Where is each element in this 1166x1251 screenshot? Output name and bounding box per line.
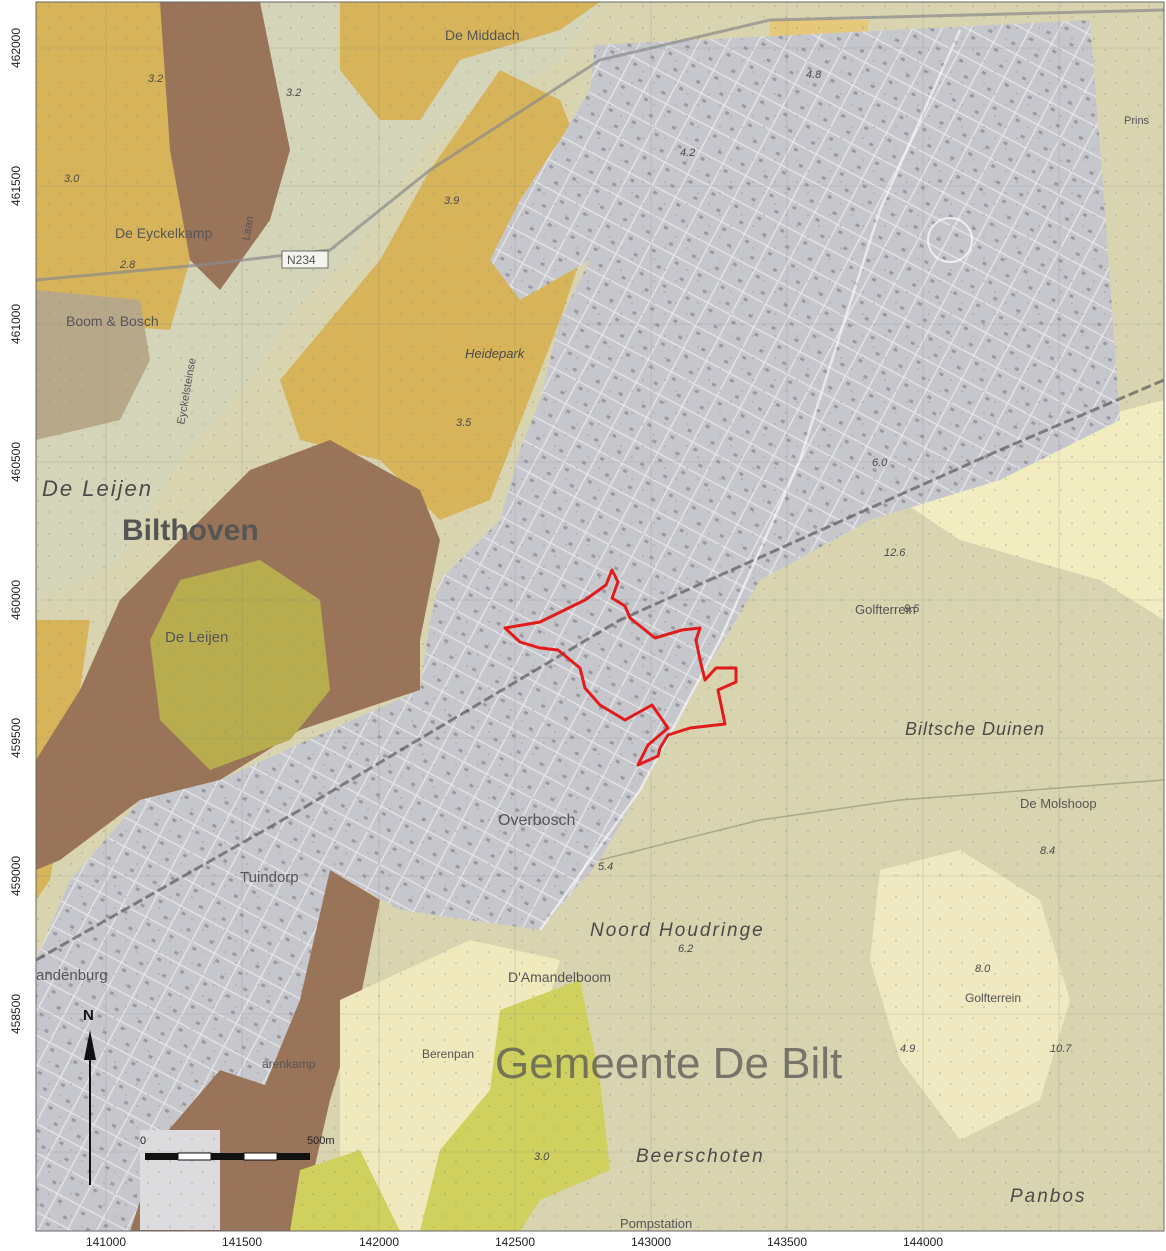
scale-bar-segment: [277, 1153, 310, 1160]
x-tick-label: 142000: [359, 1235, 399, 1249]
label-golfterrein-2: Golfterrein: [965, 991, 1021, 1005]
x-tick-label: 141500: [222, 1235, 262, 1249]
elevation-label: 3.9: [444, 195, 459, 207]
label-laan: Laan: [240, 215, 256, 241]
map-border: [35, 1, 1165, 1232]
label-biltsche-duinen: Biltsche Duinen: [905, 719, 1045, 739]
road-diagonal: [538, 29, 962, 931]
label-beerschoten: Beerschoten: [636, 1146, 765, 1167]
label-de-leijen-large: De Leijen: [42, 476, 153, 501]
label-de-eyckelkamp: De Eyckelkamp: [115, 225, 212, 241]
study-area-outline: [503, 568, 738, 767]
road-n234: [36, 8, 1164, 282]
elevation-label: 10.7: [1050, 1043, 1072, 1055]
roundabout: [927, 217, 973, 263]
elevation-label: 2.8: [119, 259, 136, 271]
label-de-middach: De Middach: [445, 27, 520, 43]
elevation-label: 5.4: [598, 861, 613, 873]
y-tick-label: 461000: [9, 304, 23, 344]
road-south: [599, 779, 1164, 861]
label-noord-houdringe: Noord Houdringe: [590, 920, 765, 941]
label-golfterrein-1: Golfterrein: [855, 602, 916, 617]
label-bilthoven: Bilthoven: [122, 514, 259, 547]
label-boom-bosch: Boom & Bosch: [66, 313, 159, 329]
elevation-label: 8.0: [975, 963, 991, 975]
x-tick-label: 141000: [86, 1235, 126, 1249]
elevation-label: 6.0: [872, 457, 888, 469]
label-de-leijen: De Leijen: [165, 629, 228, 646]
scale-bar-start-label: 0: [140, 1135, 146, 1147]
label-tuindorp: Tuindorp: [240, 869, 299, 886]
y-tick-label: 461500: [9, 166, 23, 206]
elevation-label: 4.8: [806, 69, 822, 81]
y-tick-label: 459000: [9, 856, 23, 896]
road-shield-n234: [281, 250, 329, 269]
x-tick-label: 143500: [767, 1235, 807, 1249]
y-tick-label: 459500: [9, 718, 23, 758]
y-tick-label: 460000: [9, 580, 23, 620]
elevation-label: 3.0: [64, 173, 80, 185]
x-tick-label: 144000: [903, 1235, 943, 1249]
label-amandelboom: D'Amandelboom: [508, 969, 611, 985]
scale-bar-segment: [145, 1153, 178, 1160]
x-tick-label: 142500: [495, 1235, 535, 1249]
elevation-label: 8.4: [1040, 845, 1055, 857]
label-andenburg: andenburg: [36, 967, 108, 984]
railway: [36, 378, 1164, 962]
label-arenkamp: arenkamp: [262, 1057, 316, 1071]
x-tick-label: 143000: [631, 1235, 671, 1249]
elevation-label: 3.2: [148, 73, 163, 85]
scale-bar-segment: [243, 1152, 278, 1161]
elevation-label: 4.2: [680, 147, 695, 159]
map-dot-texture: [36, 2, 1164, 1231]
elevation-label: 3.5: [456, 417, 472, 429]
y-tick-label: 460500: [9, 442, 23, 482]
y-tick-label: 462000: [9, 28, 23, 68]
north-arrow: N: [83, 1007, 96, 1185]
y-axis: 462000 461500 461000 460500 460000 45950…: [9, 28, 23, 1034]
label-de-molshoop: De Molshoop: [1020, 796, 1097, 811]
x-axis: 141000 141500 142000 142500 143000 14350…: [86, 1235, 943, 1249]
label-berenpan: Berenpan: [422, 1047, 474, 1061]
north-arrow-head: [84, 1030, 96, 1060]
elevation-label: 3.2: [286, 87, 301, 99]
label-gemeente: Gemeente De Bilt: [495, 1039, 842, 1088]
elevation-label: 6.2: [678, 943, 693, 955]
road-shield-n234-label: N234: [287, 253, 316, 267]
elevation-label: 12.6: [884, 547, 906, 559]
coordinate-grid: [36, 2, 1164, 1231]
label-panbos: Panbos: [1010, 1186, 1086, 1207]
label-heidepark: Heidepark: [465, 346, 526, 361]
label-pompstation: Pompstation: [620, 1216, 692, 1231]
y-tick-label: 458500: [9, 994, 23, 1034]
elevation-label: 4.9: [900, 1043, 915, 1055]
elevation-label: 3.0: [534, 1151, 550, 1163]
elevation-label: 9.5: [904, 603, 920, 615]
scale-bar: 0 500m: [140, 1135, 335, 1161]
north-arrow-label: N: [83, 1007, 94, 1024]
scale-bar-segment: [211, 1153, 244, 1160]
label-overbosch: Overbosch: [498, 812, 575, 829]
scale-bar-end-label: 500m: [307, 1135, 335, 1147]
elevation-labels: 3.2 3.2 3.0 2.8 3.5 3.9 4.2 6.0 12.6 9.5…: [64, 69, 1072, 1163]
label-prins: Prins: [1124, 115, 1150, 127]
scale-bar-segment: [177, 1152, 212, 1161]
